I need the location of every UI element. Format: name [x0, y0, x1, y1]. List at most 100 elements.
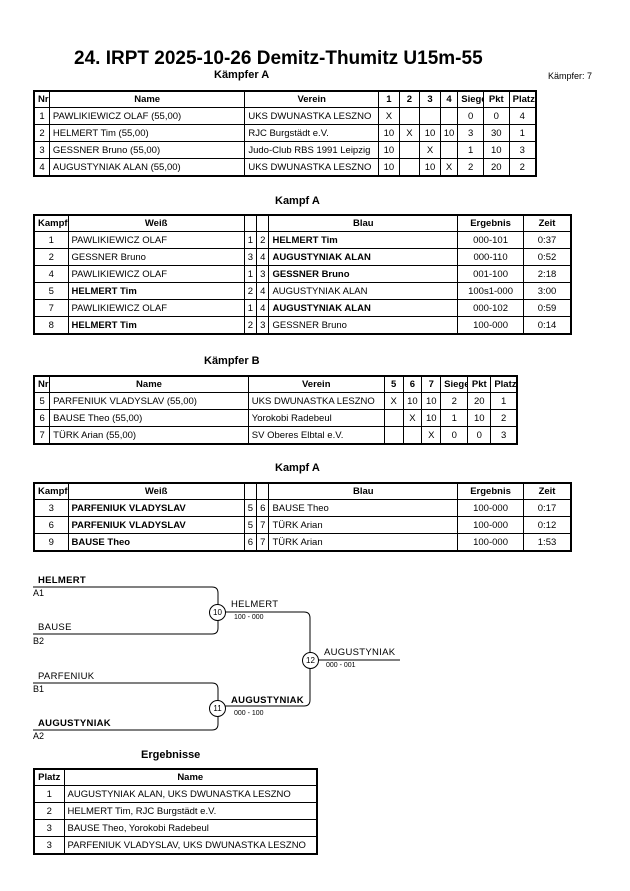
- bracket-entry-2-pos: B2: [33, 636, 45, 646]
- fighter-nr: 3: [33, 141, 50, 159]
- place-cell: 1: [490, 392, 518, 410]
- bracket-entry-3-name: PARFENIUK: [38, 671, 95, 682]
- fighters-a-table: NrNameVerein1234SiegePktPlatz 1PAWLIKIEW…: [33, 90, 537, 177]
- page-title: 24. IRPT 2025-10-26 Demitz-Thumitz U15m-…: [74, 48, 483, 69]
- bracket-entry-2-name: BAUSE: [38, 622, 72, 633]
- column-header: Platz: [33, 768, 65, 786]
- place-cell: 3: [490, 426, 518, 445]
- wins-cell: 0: [440, 426, 469, 445]
- bracket-entry-4-name: AUGUSTYNIAK: [38, 718, 111, 729]
- blue-nr: 3: [256, 316, 270, 335]
- result-place: 1: [33, 785, 65, 803]
- blue-nr: 6: [256, 499, 270, 517]
- wins-cell: 2: [457, 158, 484, 177]
- bout-a-heading: Kampf A: [275, 195, 320, 207]
- blue-fighter: TÜRK Arian: [268, 533, 459, 552]
- wins-cell: 1: [457, 141, 484, 159]
- score-cell: [398, 141, 421, 159]
- result-place: 3: [33, 819, 65, 837]
- wins-cell: 1: [440, 409, 469, 427]
- match-10-score: 100 - 000: [234, 614, 264, 621]
- score-cell: 10: [421, 409, 442, 427]
- bracket-entry-1-pos: A1: [33, 588, 45, 598]
- result-name: PARFENIUK VLADYSLAV, UKS DWUNASTKA LESZN…: [63, 836, 318, 855]
- place-cell: 2: [490, 409, 518, 427]
- result-name: BAUSE Theo, Yorokobi Radebeul: [63, 819, 318, 837]
- column-header: Platz: [490, 375, 518, 393]
- match-11-score: 000 - 100: [234, 710, 264, 717]
- bout-b-heading: Kampf A: [275, 462, 320, 474]
- place-cell: 3: [508, 141, 537, 159]
- score-cell: 10: [378, 158, 400, 177]
- bracket-entry-4-pos: A2: [33, 731, 45, 741]
- match-11-number: 11: [209, 700, 226, 717]
- fighter-name: GESSNER Bruno (55,00): [48, 141, 246, 159]
- bout-time: 1:53: [523, 533, 572, 552]
- column-header: 4: [439, 90, 459, 108]
- result-name: HELMERT Tim, RJC Burgstädt e.V.: [63, 802, 318, 820]
- results-heading: Ergebnisse: [141, 749, 201, 761]
- match-12-winner: AUGUSTYNIAK: [324, 647, 396, 658]
- fighters-count: Kämpfer: 7: [548, 71, 593, 81]
- pool-b-heading: Kämpfer B: [204, 355, 260, 367]
- points-cell: 0: [467, 426, 492, 445]
- score-cell: [398, 158, 421, 177]
- fighter-name: TÜRK Arian (55,00): [49, 426, 249, 445]
- fighter-nr: 4: [33, 158, 50, 177]
- bout-number: 8: [33, 316, 69, 335]
- score-cell: X: [439, 158, 459, 177]
- pool-a-heading: Kämpfer A: [214, 69, 270, 81]
- score-cell: X: [419, 141, 441, 159]
- fighter-club: Yorokobi Radebeul: [247, 409, 385, 427]
- blue-nr: 7: [256, 533, 270, 552]
- bout-time: 0:12: [523, 516, 572, 534]
- score-cell: 10: [439, 124, 459, 142]
- match-10-winner: HELMERT: [231, 599, 279, 610]
- score-cell: 10: [378, 124, 400, 142]
- bracket-entry-1-name: HELMERT: [38, 575, 87, 586]
- column-header: Name: [63, 768, 318, 786]
- bout-result: 000-102: [457, 299, 525, 317]
- fighter-name: AUGUSTYNIAK ALAN (55,00): [48, 158, 246, 177]
- fighter-club: Judo-Club RBS 1991 Leipzig: [244, 141, 380, 159]
- bout-number: 7: [33, 299, 69, 317]
- blue-nr: 7: [256, 516, 270, 534]
- place-cell: 2: [508, 158, 537, 177]
- fighter-club: UKS DWUNASTKA LESZNO: [244, 158, 380, 177]
- match-11-winner: AUGUSTYNIAK: [231, 695, 304, 706]
- bout-result: 100-000: [457, 533, 525, 552]
- score-cell: 10: [378, 141, 400, 159]
- white-fighter: PAWLIKIEWICZ OLAF: [67, 299, 245, 317]
- result-place: 3: [33, 836, 65, 855]
- match-12-score: 000 - 001: [326, 662, 356, 669]
- column-header: Nr: [33, 90, 50, 108]
- bout-time: 0:14: [523, 316, 572, 335]
- blue-nr: 4: [256, 299, 270, 317]
- bout-time: 0:59: [523, 299, 572, 317]
- points-cell: 20: [482, 158, 510, 177]
- match-12-number: 12: [302, 652, 319, 669]
- result-name: AUGUSTYNIAK ALAN, UKS DWUNASTKA LESZNO: [63, 785, 318, 803]
- match-10-number: 10: [209, 604, 226, 621]
